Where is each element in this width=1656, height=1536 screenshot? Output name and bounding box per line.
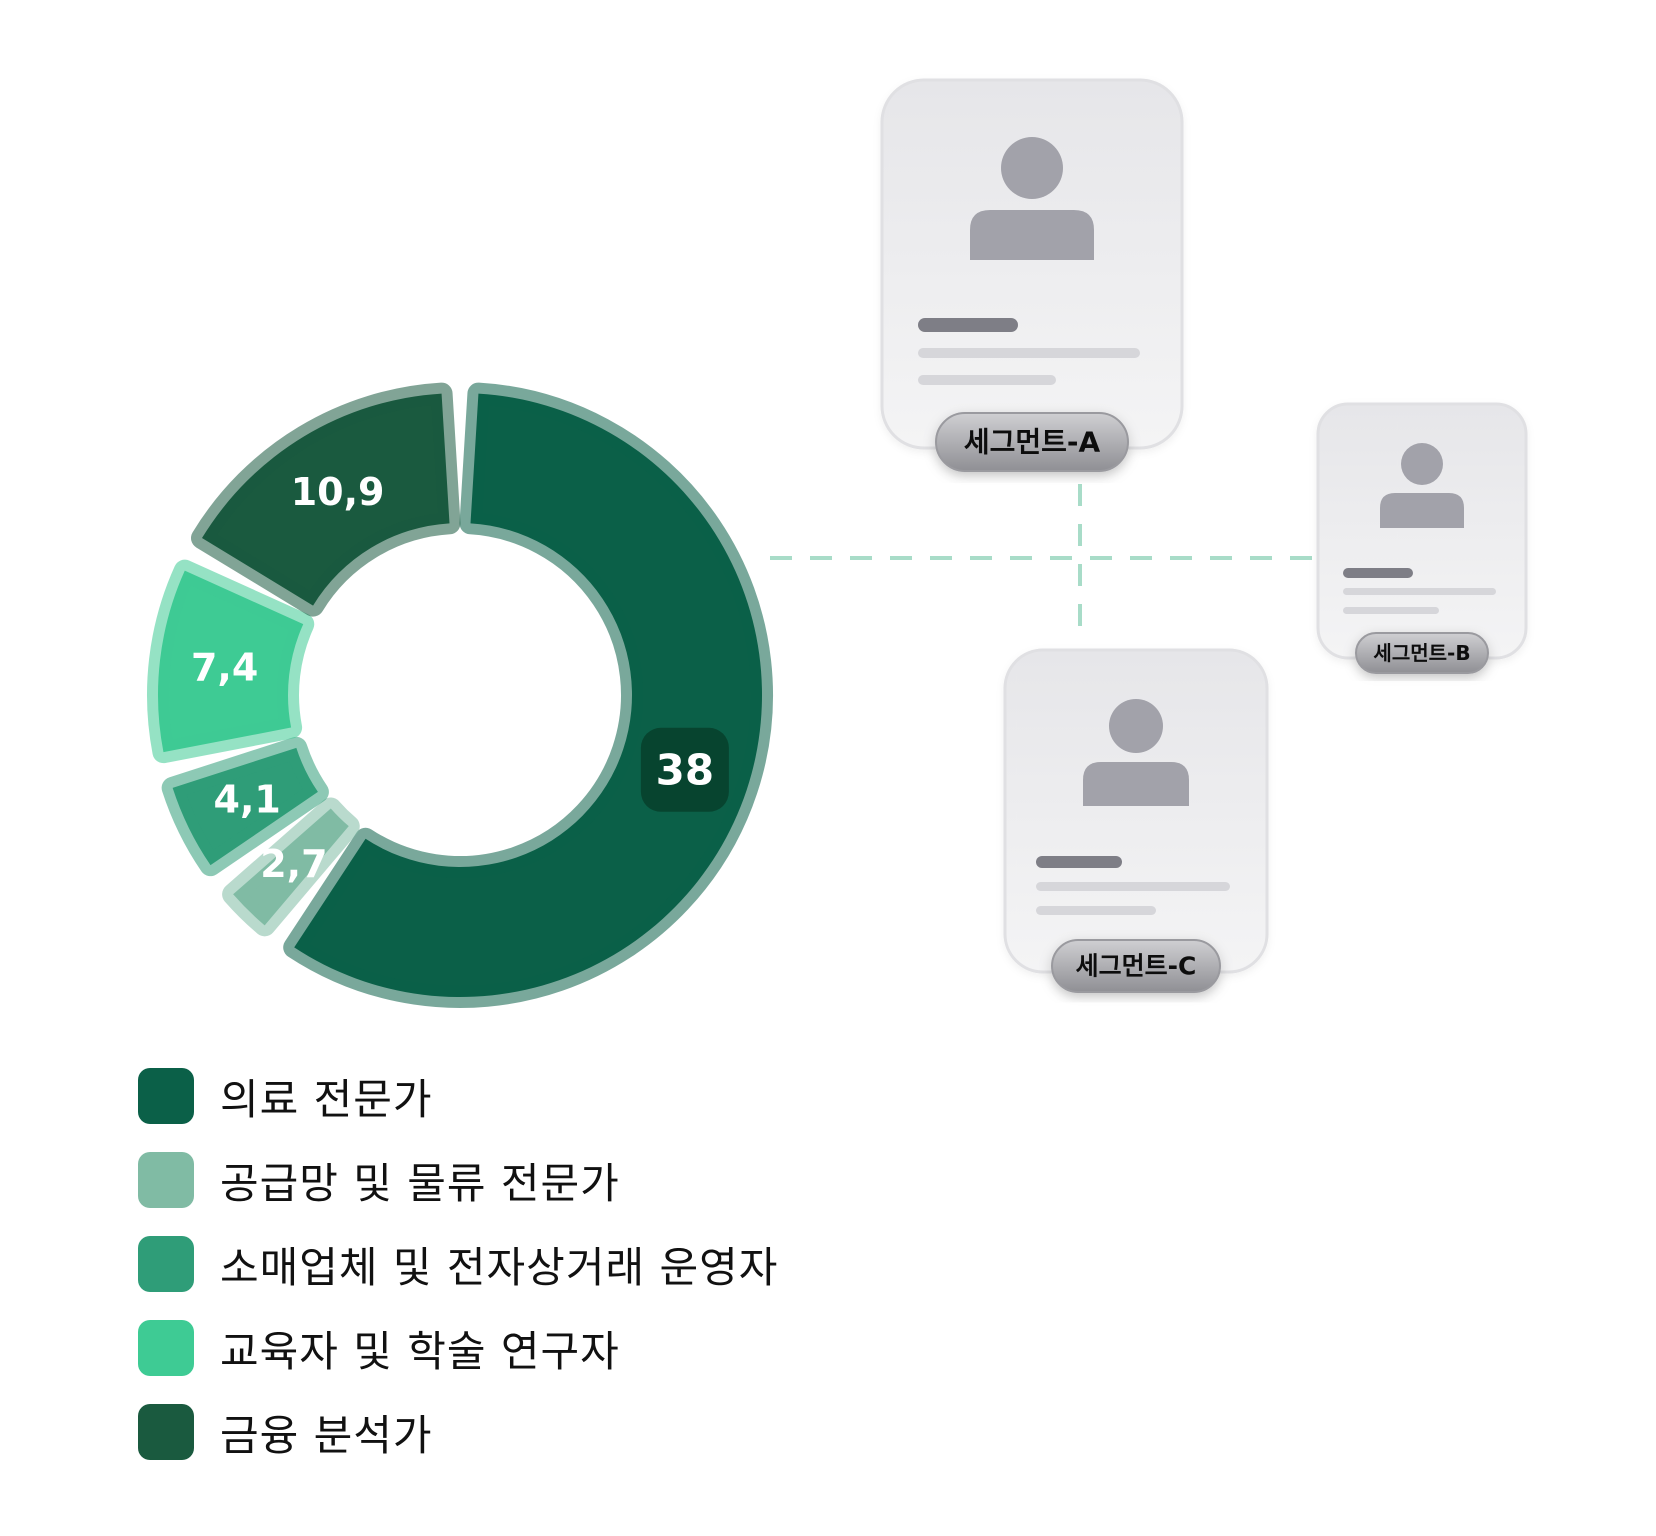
- legend-swatch: [138, 1152, 194, 1208]
- profile-card-b[interactable]: 세그먼트-B: [1316, 402, 1528, 674]
- segment-badge-a: 세그먼트-A: [935, 412, 1129, 472]
- user-avatar-icon: [1380, 443, 1464, 528]
- legend-item-education: 교육자 및 학술 연구자: [138, 1320, 778, 1376]
- donut-label-finance: 10,9: [291, 470, 385, 514]
- card-text-line: [918, 375, 1056, 385]
- donut-label-supply-chain: 2,7: [260, 842, 327, 886]
- legend-label: 소매업체 및 전자상거래 운영자: [220, 1242, 779, 1292]
- donut-slice-supply-chain[interactable]: [222, 797, 360, 937]
- legend-swatch: [138, 1236, 194, 1292]
- card-text-line: [918, 348, 1140, 358]
- card-text-line: [1343, 607, 1439, 614]
- donut-slice-retail[interactable]: [161, 736, 329, 877]
- donut-chart: 38 2,7 4,1 7,4 10,9: [147, 382, 773, 1008]
- donut-label-retail: 4,1: [214, 777, 281, 821]
- legend-swatch: [138, 1320, 194, 1376]
- legend-label: 공급망 및 물류 전문가: [220, 1158, 620, 1208]
- legend-item-supply-chain: 공급망 및 물류 전문가: [138, 1152, 778, 1208]
- connector-lines: [770, 484, 1318, 640]
- user-avatar-icon: [970, 137, 1094, 260]
- legend-item-retail: 소매업체 및 전자상거래 운영자: [138, 1236, 778, 1292]
- donut-label-box-healthcare: [640, 727, 729, 812]
- segment-badge-b: 세그먼트-B: [1355, 632, 1489, 674]
- card-text-line: [1343, 588, 1496, 595]
- profile-card-c[interactable]: 세그먼트-C: [1003, 648, 1269, 993]
- card-name-line: [1036, 856, 1122, 868]
- profile-card-a[interactable]: 세그먼트-A: [880, 78, 1184, 472]
- legend-swatch: [138, 1068, 194, 1124]
- donut-label-healthcare: 38: [656, 745, 714, 794]
- user-avatar-icon: [1083, 699, 1189, 806]
- card-text-line: [1036, 906, 1156, 915]
- legend-label: 의료 전문가: [220, 1074, 433, 1124]
- card-name-line: [918, 318, 1018, 332]
- legend-swatch: [138, 1404, 194, 1460]
- donut-label-education: 7,4: [191, 645, 258, 689]
- segment-badge-b-label: 세그먼트-B: [1373, 641, 1470, 665]
- donut-slice-healthcare[interactable]: [283, 382, 773, 1008]
- donut-slice-education[interactable]: [147, 559, 315, 764]
- card-text-line: [1036, 882, 1230, 891]
- legend-item-healthcare: 의료 전문가: [138, 1068, 778, 1124]
- segment-badge-c-label: 세그먼트-C: [1076, 952, 1197, 981]
- legend-item-finance: 금융 분석가: [138, 1404, 778, 1460]
- donut-slice-finance[interactable]: [190, 382, 461, 617]
- legend-label: 교육자 및 학술 연구자: [220, 1326, 620, 1376]
- segment-badge-a-label: 세그먼트-A: [964, 426, 1101, 459]
- card-name-line: [1343, 568, 1413, 578]
- legend-label: 금융 분석가: [220, 1410, 433, 1460]
- segment-badge-c: 세그먼트-C: [1051, 939, 1221, 993]
